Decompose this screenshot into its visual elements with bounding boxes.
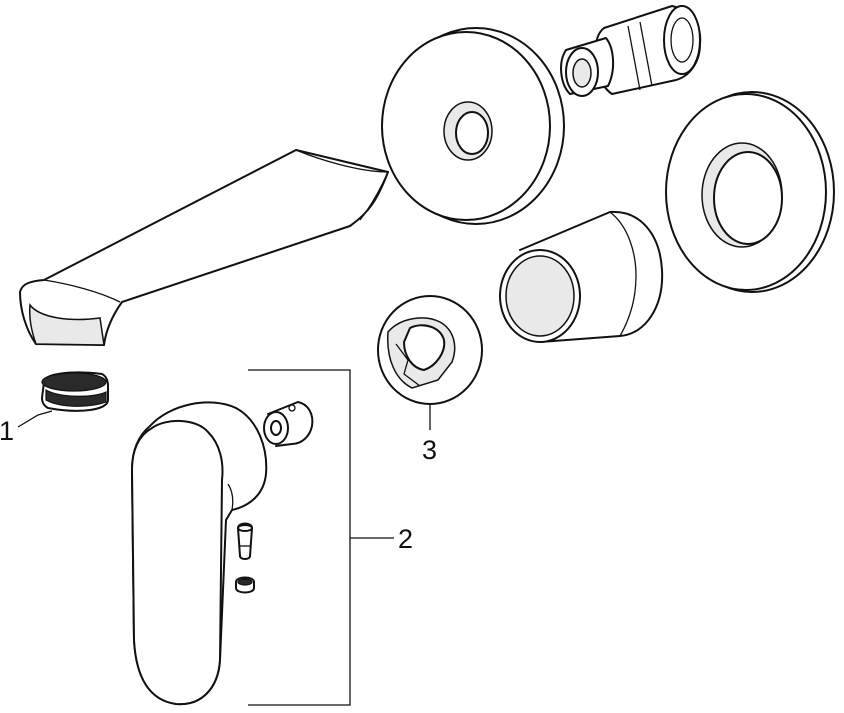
escutcheon-plate-icon bbox=[381, 27, 565, 225]
lever-handle-icon bbox=[131, 401, 268, 706]
set-screw-icon bbox=[235, 576, 255, 594]
callout-1-label: 1 bbox=[0, 416, 14, 446]
sleeve-icon bbox=[499, 210, 664, 343]
cover-ring-icon bbox=[665, 91, 835, 293]
aerator-icon bbox=[41, 371, 109, 412]
connector-icon bbox=[560, 5, 702, 97]
handle-insert-icon bbox=[263, 401, 314, 447]
spout-icon bbox=[19, 149, 389, 346]
callout-3-label: 3 bbox=[422, 435, 437, 465]
callout-2-label: 2 bbox=[398, 524, 413, 554]
pin-icon bbox=[237, 522, 253, 560]
callout-3: 3 bbox=[422, 404, 437, 465]
adapter-ring-icon bbox=[377, 295, 483, 405]
callout-1: 1 bbox=[0, 410, 53, 446]
callout-2: 2 bbox=[248, 369, 413, 706]
